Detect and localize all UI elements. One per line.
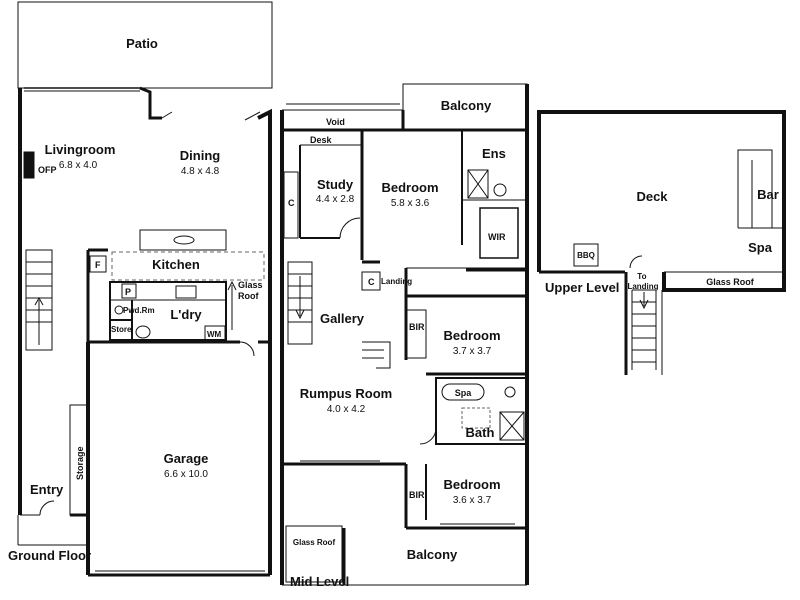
bbq-label: BBQ bbox=[577, 251, 595, 260]
to-landing-word2: Landing bbox=[627, 282, 658, 291]
fridge-label: F bbox=[95, 260, 101, 270]
balcony-top-label: Balcony bbox=[441, 98, 492, 113]
ground-right-wall bbox=[257, 108, 272, 575]
patio-outline bbox=[17, 1, 273, 89]
kitchen-bench bbox=[111, 251, 265, 281]
garage-dims: 6.6 x 10.0 bbox=[164, 469, 208, 480]
glass-roof-mid-label: Glass Roof bbox=[293, 538, 336, 547]
mid-stairs bbox=[287, 261, 391, 369]
kitchen-label: Kitchen bbox=[152, 257, 200, 272]
mid-level-label: Mid Level bbox=[290, 574, 349, 589]
bedroom-2-label: Bedroom bbox=[443, 328, 500, 343]
upper-level-plan bbox=[537, 110, 786, 375]
livingroom-dims: 6.8 x 4.0 bbox=[59, 160, 98, 171]
livingroom-label: Livingroom bbox=[45, 142, 116, 157]
bir-1-label: BIR bbox=[409, 322, 425, 332]
rumpus-label: Rumpus Room bbox=[300, 386, 392, 401]
powder-room-label: Pwd.Rm bbox=[123, 306, 155, 315]
study-dims: 4.4 x 2.8 bbox=[316, 194, 355, 205]
storage-label: Storage bbox=[75, 446, 85, 480]
gallery-label: Gallery bbox=[320, 311, 365, 326]
glass-roof-ground-word2: Roof bbox=[238, 291, 259, 301]
ground-floor-plan bbox=[17, 1, 273, 577]
mid-level-plan bbox=[280, 83, 529, 586]
bath-room bbox=[435, 377, 528, 445]
bath-label: Bath bbox=[466, 425, 495, 440]
spa-bath-label: Spa bbox=[455, 388, 473, 398]
rumpus-dims: 4.0 x 4.2 bbox=[327, 404, 366, 415]
garage-walls bbox=[86, 340, 270, 577]
wir-label: WIR bbox=[488, 232, 506, 242]
glass-roof-upper-label: Glass Roof bbox=[706, 277, 755, 287]
landing-label: Landing bbox=[381, 277, 412, 286]
void-label: Void bbox=[326, 117, 345, 127]
deck-outline bbox=[537, 110, 786, 292]
bedroom-3-label: Bedroom bbox=[443, 477, 500, 492]
laundry-label: L'dry bbox=[170, 307, 202, 322]
upper-level-label: Upper Level bbox=[545, 280, 619, 295]
to-landing-word1: To bbox=[637, 272, 646, 281]
bedroom-3-dims: 3.6 x 3.7 bbox=[453, 495, 492, 506]
desk-label: Desk bbox=[310, 135, 333, 145]
bedroom-main-dims: 5.8 x 3.6 bbox=[391, 198, 430, 209]
ground-floor-label: Ground Floor bbox=[8, 548, 91, 563]
entry-label: Entry bbox=[30, 482, 64, 497]
pantry-label: P bbox=[125, 287, 131, 297]
laundry-block bbox=[109, 281, 227, 341]
fridge-box bbox=[89, 255, 107, 273]
store-label: Store bbox=[111, 325, 132, 334]
balcony-bottom-label: Balcony bbox=[407, 547, 458, 562]
deck-label: Deck bbox=[636, 189, 668, 204]
ofp-block bbox=[23, 151, 35, 179]
upper-stairs bbox=[624, 255, 663, 375]
glass-roof-mid-box bbox=[285, 525, 343, 583]
to-landing-label: To Landing bbox=[627, 272, 658, 291]
bedroom-2-dims: 3.7 x 3.7 bbox=[453, 346, 492, 357]
patio-label: Patio bbox=[126, 36, 158, 51]
dining-dims: 4.8 x 4.8 bbox=[181, 166, 220, 177]
glass-roof-ground-word1: Glass bbox=[238, 280, 263, 290]
study-label: Study bbox=[317, 177, 354, 192]
spa-deck-label: Spa bbox=[748, 240, 773, 255]
ground-stairs bbox=[25, 249, 53, 351]
study-cupboard-label: C bbox=[288, 198, 295, 208]
bir-2-label: BIR bbox=[409, 490, 425, 500]
ofp-label: OFP bbox=[38, 165, 57, 175]
bar-label: Bar bbox=[757, 187, 779, 202]
dining-label: Dining bbox=[180, 148, 220, 163]
bbq-box bbox=[573, 243, 599, 267]
garage-label: Garage bbox=[164, 451, 209, 466]
bedroom-main-label: Bedroom bbox=[381, 180, 438, 195]
glass-roof-ground-label: Glass Roof bbox=[238, 280, 265, 301]
washing-machine-label: WM bbox=[207, 330, 222, 339]
ensuite-label: Ens bbox=[482, 146, 506, 161]
landing-cupboard-label: C bbox=[368, 277, 375, 287]
kitchen-island bbox=[139, 229, 227, 251]
dining-bay-wall bbox=[139, 86, 162, 120]
